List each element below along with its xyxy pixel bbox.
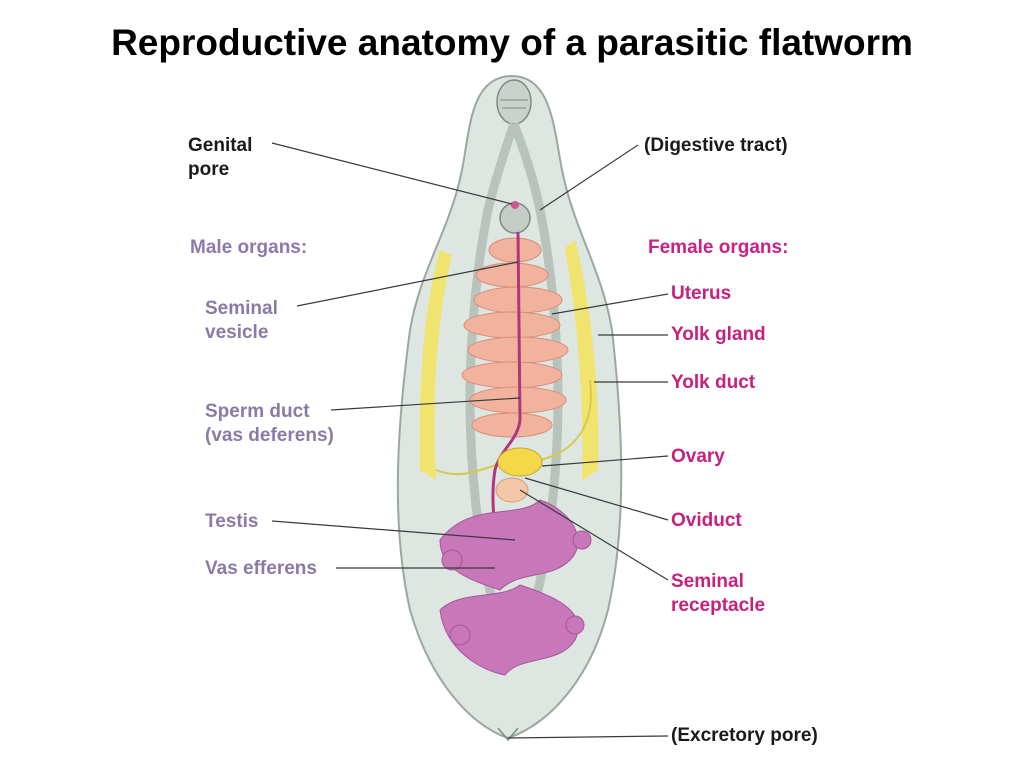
label-sperm-duct: Sperm duct (vas deferens): [205, 400, 334, 448]
male-organs-heading: Male organs:: [190, 237, 308, 258]
label-digestive-tract: (Digestive tract): [644, 135, 788, 156]
leader-genital-pore: [271, 142, 513, 205]
leader-seminal-receptacle: [519, 489, 669, 581]
label-oviduct: Oviduct: [671, 510, 742, 531]
label-seminal-vesicle: Seminal vesicle: [205, 297, 278, 345]
leader-ovary: [541, 455, 669, 467]
label-testis: Testis: [205, 511, 259, 532]
leader-oviduct: [524, 477, 669, 521]
leader-uterus: [551, 293, 669, 315]
label-uterus: Uterus: [671, 283, 732, 304]
female-organs-heading: Female organs:: [648, 237, 789, 258]
label-yolk-gland: Yolk gland: [671, 324, 766, 345]
label-seminal-receptacle: Seminal receptacle: [671, 570, 765, 618]
seminal-receptacle-shape: [495, 477, 529, 503]
label-excretory-pore: (Excretory pore): [671, 725, 818, 746]
ovary-shape: [497, 447, 543, 477]
leader-seminal-vesicle: [296, 261, 519, 307]
label-sperm-duct-line2: (vas deferens): [205, 425, 334, 446]
yolk-gland-left: [419, 250, 452, 480]
label-ovary: Ovary: [671, 446, 725, 467]
page-title: Reproductive anatomy of a parasitic flat…: [111, 22, 913, 63]
yolk-gland-right: [565, 240, 599, 480]
label-seminal-receptacle-line2: receptacle: [671, 595, 766, 616]
oral-sucker: [496, 79, 532, 125]
leader-digestive-tract: [539, 144, 639, 211]
leader-testis: [271, 520, 516, 541]
label-sperm-duct-line1: Sperm duct: [205, 401, 310, 422]
label-vas-efferens: Vas efferens: [205, 558, 317, 579]
label-seminal-vesicle-line1: Seminal: [205, 298, 278, 319]
label-seminal-vesicle-line2: vesicle: [205, 322, 269, 343]
leader-excretory-pore: [507, 735, 669, 739]
label-yolk-duct: Yolk duct: [671, 372, 756, 393]
uterus-coils: [461, 237, 569, 438]
label-genital-pore-line2: pore: [188, 159, 230, 180]
label-genital-pore-line1: Genital: [188, 135, 253, 156]
leader-sperm-duct: [330, 397, 521, 411]
label-genital-pore: Genital pore: [188, 134, 252, 182]
label-seminal-receptacle-line1: Seminal: [671, 571, 744, 592]
